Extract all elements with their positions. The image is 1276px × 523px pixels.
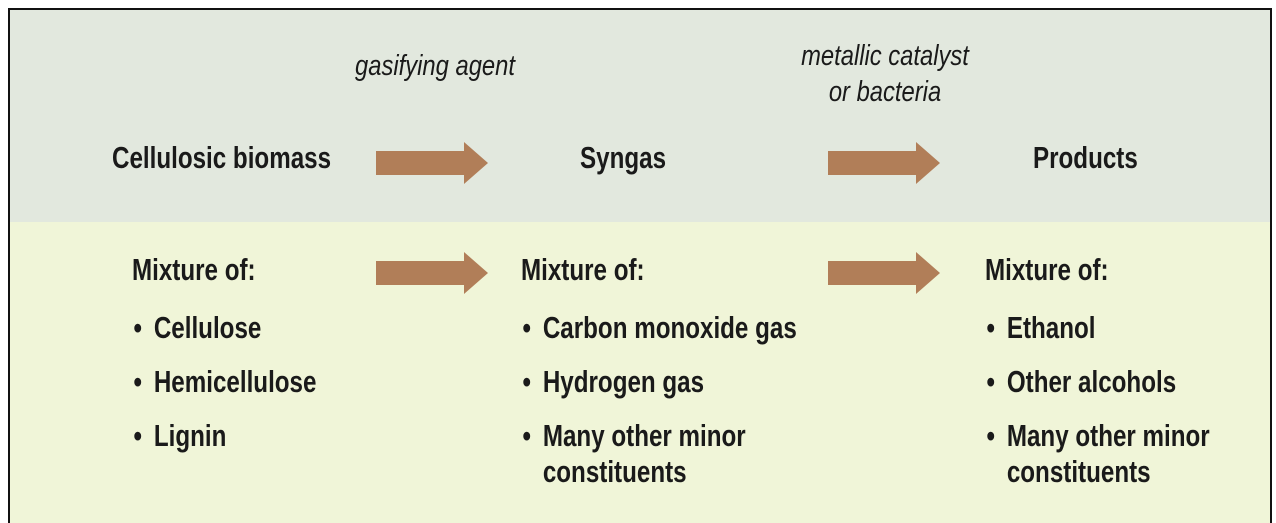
diagram-frame: gasifying agent metallic catalyst or bac…	[8, 8, 1272, 523]
list-item: Other alcohols	[985, 364, 1242, 400]
list-item: Lignin	[132, 418, 366, 454]
header-band	[10, 10, 1270, 222]
list-item: Many other minor constituents	[521, 418, 769, 490]
arrow-right-icon	[376, 142, 488, 184]
arrow-shape	[376, 142, 488, 184]
stage-heading-syngas: Syngas	[580, 140, 667, 175]
list-item: Many other minor constituents	[985, 418, 1241, 490]
arrow-shape	[828, 252, 940, 294]
stage-heading-biomass: Cellulosic biomass	[112, 140, 332, 175]
list-item: Cellulose	[132, 310, 366, 346]
mixture-label-products: Mixture of:	[985, 252, 1109, 287]
arrow-shape	[376, 252, 488, 294]
arrow-right-icon	[828, 252, 940, 294]
list-item: Hemicellulose	[132, 364, 366, 400]
arrow-right-icon	[376, 252, 488, 294]
biomass-components-list: Cellulose Hemicellulose Lignin	[132, 310, 366, 472]
mixture-label-syngas: Mixture of:	[521, 252, 645, 287]
list-item: Carbon monoxide gas	[521, 310, 802, 346]
list-item: Ethanol	[985, 310, 1242, 346]
arrow-right-icon	[828, 142, 940, 184]
list-item: Hydrogen gas	[521, 364, 802, 400]
stage-heading-products: Products	[1033, 140, 1138, 175]
catalyst-label: metallic catalyst or bacteria	[801, 40, 969, 108]
syngas-components-list: Carbon monoxide gas Hydrogen gas Many ot…	[521, 310, 802, 490]
arrow-shape	[828, 142, 940, 184]
products-components-list: Ethanol Other alcohols Many other minor …	[985, 310, 1242, 490]
mixture-label-biomass: Mixture of:	[132, 252, 256, 287]
gasifying-agent-label: gasifying agent	[355, 50, 515, 82]
